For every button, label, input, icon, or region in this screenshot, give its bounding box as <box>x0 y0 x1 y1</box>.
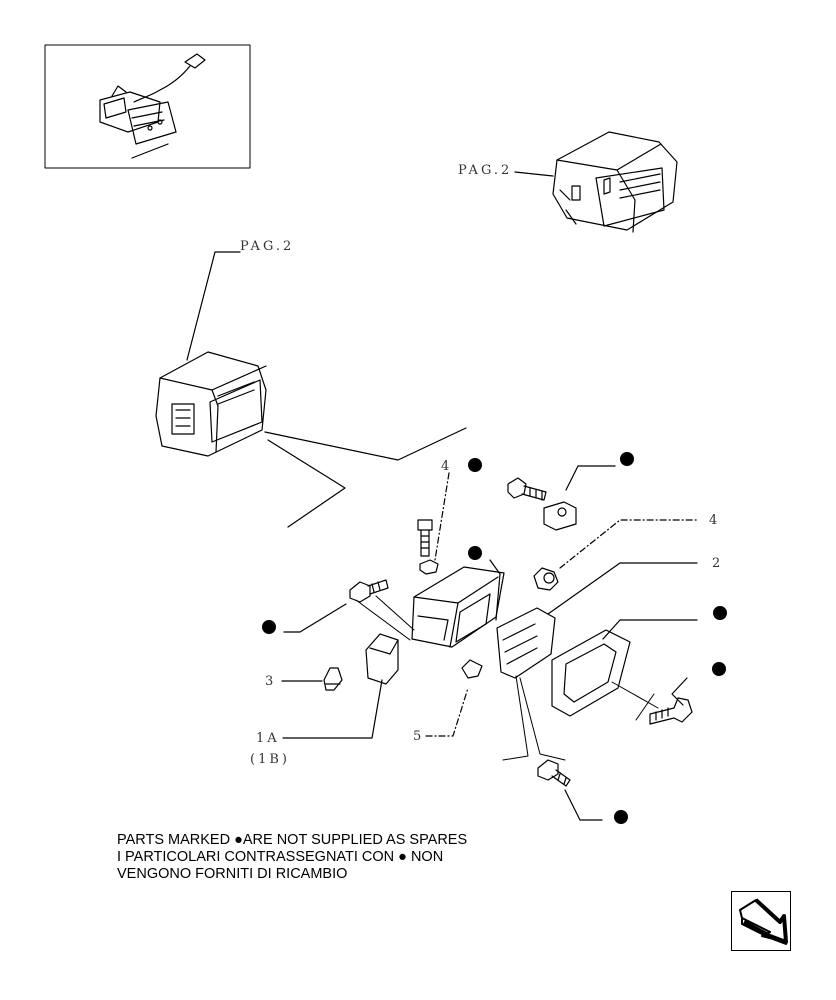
next-page-button[interactable] <box>731 891 791 951</box>
leader-housing <box>489 559 501 621</box>
label-item-4-top: 4 <box>441 459 452 474</box>
next-page-arrow-icon <box>739 898 788 945</box>
left-lamp-assembly <box>155 351 267 457</box>
upper-lamp-assembly <box>552 131 678 233</box>
label-item-5: 5 <box>413 729 424 744</box>
leader-1a <box>282 679 383 739</box>
screw-right <box>649 697 693 725</box>
screw-left <box>349 579 389 603</box>
label-item-1a: 1A <box>256 731 280 746</box>
bulb-cover <box>365 633 399 685</box>
leader-clip <box>565 465 616 491</box>
label-item-4-right: 4 <box>709 513 720 528</box>
socket-4 <box>533 567 559 591</box>
spares-note-line-1: PARTS MARKED ●ARE NOT SUPPLIED AS SPARES <box>117 832 468 848</box>
leader-2 <box>547 562 698 615</box>
label-pag-left: PAG.2 <box>240 239 294 254</box>
label-item-1b: (1B) <box>250 752 290 767</box>
housing-bracket <box>411 566 505 648</box>
marker-dot <box>614 810 628 824</box>
leader-left-screw <box>283 603 347 633</box>
marker-dot <box>262 620 276 634</box>
screw-bottom <box>537 759 571 787</box>
spares-note: PARTS MARKED ●ARE NOT SUPPLIED AS SPARES… <box>117 832 467 883</box>
marker-dot <box>712 662 726 676</box>
leader-pag-upper <box>514 171 554 177</box>
bulb-5 <box>461 659 483 679</box>
marker-dot <box>713 606 727 620</box>
thumbnail-inset <box>44 44 251 169</box>
bulb-3 <box>323 667 343 691</box>
leader-bottom-screw <box>564 789 603 821</box>
not-supplied-markers <box>262 452 727 824</box>
leader-right-screw <box>671 677 688 706</box>
lens <box>496 607 556 679</box>
spares-note-line-3: VENGONO FORNITI DI RICAMBIO <box>117 866 348 882</box>
vertical-bolt <box>417 519 439 575</box>
marker-dot <box>620 452 634 466</box>
leader-pag-left <box>186 251 241 361</box>
label-item-3: 3 <box>265 674 276 689</box>
spares-note-line-2: I PARTICOLARI CONTRASSEGNATI CON ● NON <box>117 849 444 865</box>
label-item-2: 2 <box>712 556 723 571</box>
leader-5 <box>425 687 469 737</box>
gasket-frame <box>551 629 631 717</box>
label-pag-upper: PAG.2 <box>458 163 512 178</box>
marker-dot <box>468 458 482 472</box>
leader-4-right <box>559 519 698 569</box>
marker-dot <box>468 546 482 560</box>
leader-4-top <box>434 472 450 561</box>
leader-gasket <box>602 619 698 640</box>
screw-clip-assembly <box>507 477 577 531</box>
